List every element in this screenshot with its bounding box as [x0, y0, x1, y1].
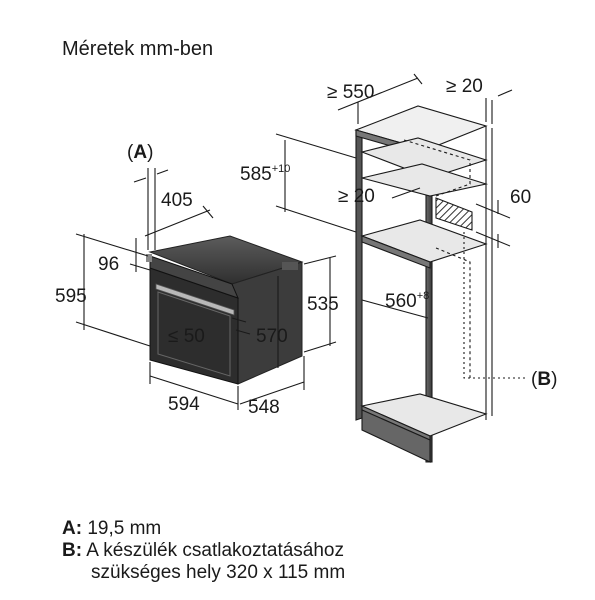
- oven-drawing: [146, 235, 304, 385]
- legend-a-key: A:: [62, 518, 83, 539]
- label-dim-548: 548: [248, 397, 280, 418]
- label-dim-96: 96: [98, 254, 119, 275]
- cabinet-shelf-mid: [361, 163, 489, 197]
- diagram-title: Méretek mm-ben: [62, 38, 214, 60]
- label-b-marker: (B): [531, 369, 557, 390]
- label-dim-535: 535: [307, 294, 339, 315]
- label-dim-585: 585+10: [240, 163, 290, 185]
- oven-dimension-lines: [75, 168, 337, 410]
- label-dim-le50: ≤ 50: [168, 326, 205, 347]
- label-dim-560: 560+8: [385, 290, 429, 312]
- oven-front-trim: [146, 254, 152, 262]
- cabinet-drawing: [354, 105, 493, 463]
- legend-b-key: B:: [62, 540, 83, 561]
- label-dim-ge20-top: ≥ 20: [446, 76, 483, 97]
- label-dim-60: 60: [510, 187, 531, 208]
- legend-b-text-line2: szükséges hely 320 x 115 mm: [91, 562, 346, 583]
- label-dim-594: 594: [168, 394, 200, 415]
- legend-a: A: 19,5 mm: [62, 518, 161, 540]
- label-dim-ge550: ≥ 550: [327, 82, 374, 103]
- label-dim-570: 570: [256, 326, 288, 347]
- oven-side-face: [231, 261, 303, 385]
- connection-cutout-hatch: [435, 197, 473, 231]
- oven-rear-connector: [282, 262, 298, 270]
- legend-a-text: 19,5 mm: [87, 518, 162, 539]
- oven-door-handle: [155, 283, 235, 316]
- label-a-marker: (A): [127, 142, 153, 163]
- legend-b-line2: szükséges hely 320 x 115 mm: [91, 562, 345, 584]
- cabinet-plinth: [361, 409, 431, 463]
- oven-control-strip: [149, 255, 239, 299]
- cabinet-side-panel: [355, 127, 363, 421]
- cabinet-dimension-lines: [275, 73, 528, 379]
- legend-b: B: A készülék csatlakoztatásához: [62, 540, 344, 562]
- oven-door-window: [157, 291, 231, 377]
- label-dim-ge20-mid: ≥ 20: [338, 186, 375, 207]
- legend-b-text-line1: A készülék csatlakoztatásához: [86, 540, 344, 561]
- label-dim-595: 595: [55, 286, 87, 307]
- label-dim-405: 405: [161, 190, 193, 211]
